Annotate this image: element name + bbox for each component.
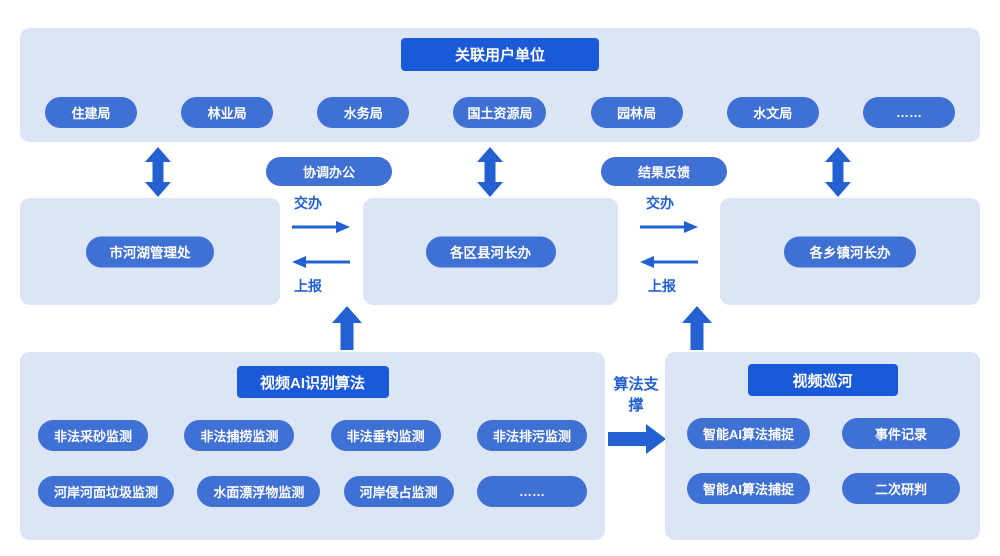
assign-label: 交办 — [294, 195, 322, 211]
detection-pill-bank-surface-garbage: 河岸河面垃圾监测 — [38, 476, 175, 507]
feedback-label-pill: 结果反馈 — [601, 157, 727, 186]
unit-pill-more: …… — [862, 97, 955, 128]
detection-pill-illegal-fishing: 非法捕捞监测 — [184, 420, 295, 451]
township-river-chief-office-box: 各乡镇河长办 — [720, 198, 980, 305]
associated-units-title: 关联用户单位 — [401, 38, 599, 71]
detection-pill-floating-objects: 水面漂浮物监测 — [197, 476, 321, 507]
city-river-lake-office-pill: 市河湖管理处 — [86, 236, 214, 267]
township-river-chief-office-pill: 各乡镇河长办 — [784, 236, 916, 267]
video-river-patrol-box: 视频巡河 智能AI算法捕捉 事件记录 智能AI算法捕捉 二次研判 — [665, 352, 980, 540]
patrol-pill-event-record: 事件记录 — [842, 418, 960, 449]
patrol-row-2: 智能AI算法捕捉 二次研判 — [687, 473, 960, 504]
units-row: 住建局 林业局 水务局 国土资源局 园林局 水文局 …… — [45, 97, 955, 128]
video-ai-algorithms-box: 视频AI识别算法 非法采砂监测 非法捕捞监测 非法垂钓监测 非法排污监测 河岸河… — [20, 352, 605, 540]
coordination-label-pill: 协调办公 — [266, 157, 392, 186]
arrow-up-icon — [682, 306, 712, 350]
video-ai-algorithms-title: 视频AI识别算法 — [236, 366, 389, 398]
double-arrow-icon — [825, 147, 851, 197]
detection-pill-illegal-sand-mining: 非法采砂监测 — [38, 420, 149, 451]
unit-pill-landscape-bureau: 园林局 — [590, 97, 683, 128]
patrol-pill-ai-capture-1: 智能AI算法捕捉 — [687, 418, 811, 449]
video-river-patrol-title: 视频巡河 — [747, 364, 898, 396]
district-river-chief-office-pill: 各区县河长办 — [425, 236, 556, 267]
unit-pill-housing-bureau: 住建局 — [45, 97, 137, 128]
double-arrow-icon — [145, 147, 171, 197]
unit-pill-water-affairs-bureau: 水务局 — [317, 97, 410, 128]
patrol-pill-ai-capture-2: 智能AI算法捕捉 — [687, 473, 811, 504]
report-label: 上报 — [294, 278, 322, 294]
double-arrow-icon — [477, 147, 503, 197]
patrol-pill-secondary-judgment: 二次研判 — [842, 473, 960, 504]
arrow-up-icon — [332, 306, 362, 350]
detection-pill-more: …… — [476, 476, 587, 507]
assign-label: 交办 — [646, 195, 674, 211]
detection-pill-bank-encroachment: 河岸侵占监测 — [343, 476, 454, 507]
district-river-chief-office-box: 各区县河长办 — [363, 198, 618, 305]
report-label: 上报 — [648, 278, 676, 294]
unit-pill-hydrology-bureau: 水文局 — [726, 97, 819, 128]
associated-units-panel: 关联用户单位 住建局 林业局 水务局 国土资源局 园林局 水文局 …… — [20, 28, 980, 142]
detection-row-2: 河岸河面垃圾监测 水面漂浮物监测 河岸侵占监测 …… — [38, 476, 587, 507]
unit-pill-forestry-bureau: 林业局 — [181, 97, 274, 128]
arrow-left-icon — [640, 256, 698, 268]
arrow-right-icon — [292, 221, 350, 233]
detection-pill-illegal-angling: 非法垂钓监测 — [330, 420, 441, 451]
arrow-right-icon — [640, 221, 698, 233]
patrol-row-1: 智能AI算法捕捉 事件记录 — [687, 418, 960, 449]
unit-pill-land-resources-bureau: 国土资源局 — [453, 97, 547, 128]
algorithm-support-label: 算法支撑 — [613, 376, 659, 414]
detection-pill-illegal-sewage: 非法排污监测 — [476, 420, 587, 451]
detection-row-1: 非法采砂监测 非法捕捞监测 非法垂钓监测 非法排污监测 — [38, 420, 587, 451]
block-arrow-right-icon — [608, 424, 666, 454]
arrow-left-icon — [292, 256, 350, 268]
city-river-lake-office-box: 市河湖管理处 — [20, 198, 280, 305]
